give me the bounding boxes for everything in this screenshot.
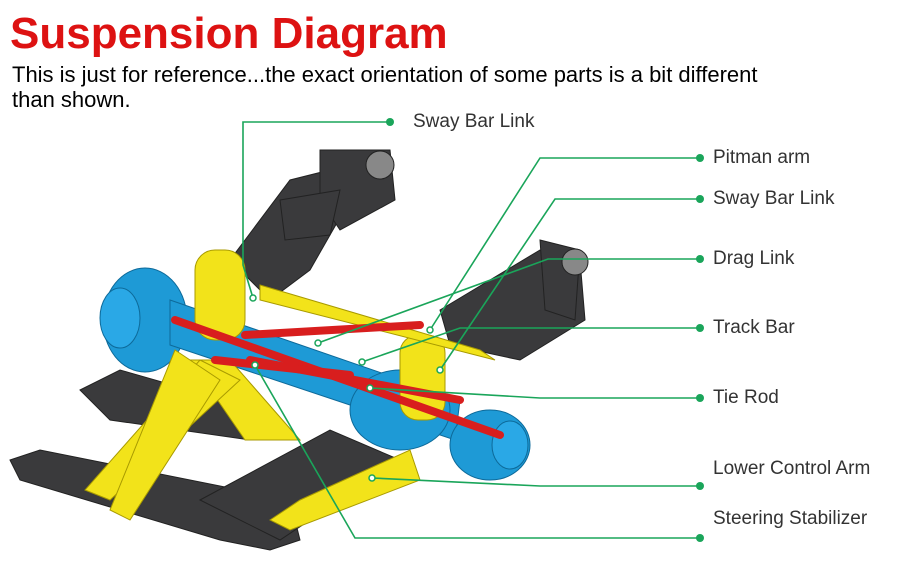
label-sway-bar-link-top: Sway Bar Link xyxy=(413,111,535,132)
part-dots xyxy=(249,294,444,482)
label-lower-control-arm: Lower Control Arm xyxy=(713,458,871,479)
label-tie-rod: Tie Rod xyxy=(713,387,779,408)
label-steering-stabilizer: Steering Stabilizer xyxy=(713,508,868,529)
label-track-bar: Track Bar xyxy=(713,317,795,338)
label-pitman-arm: Pitman arm xyxy=(713,147,811,168)
leader-lines xyxy=(242,121,700,539)
diagram-title: Suspension Diagram xyxy=(10,9,448,58)
diagram-subtitle: This is just for reference...the exact o… xyxy=(12,62,758,112)
label-sway-bar-link: Sway Bar Link xyxy=(713,188,835,209)
label-drag-link: Drag Link xyxy=(713,248,795,269)
leader-dots xyxy=(386,118,704,542)
steering-rods xyxy=(171,316,504,439)
springs-and-arms xyxy=(84,249,496,531)
